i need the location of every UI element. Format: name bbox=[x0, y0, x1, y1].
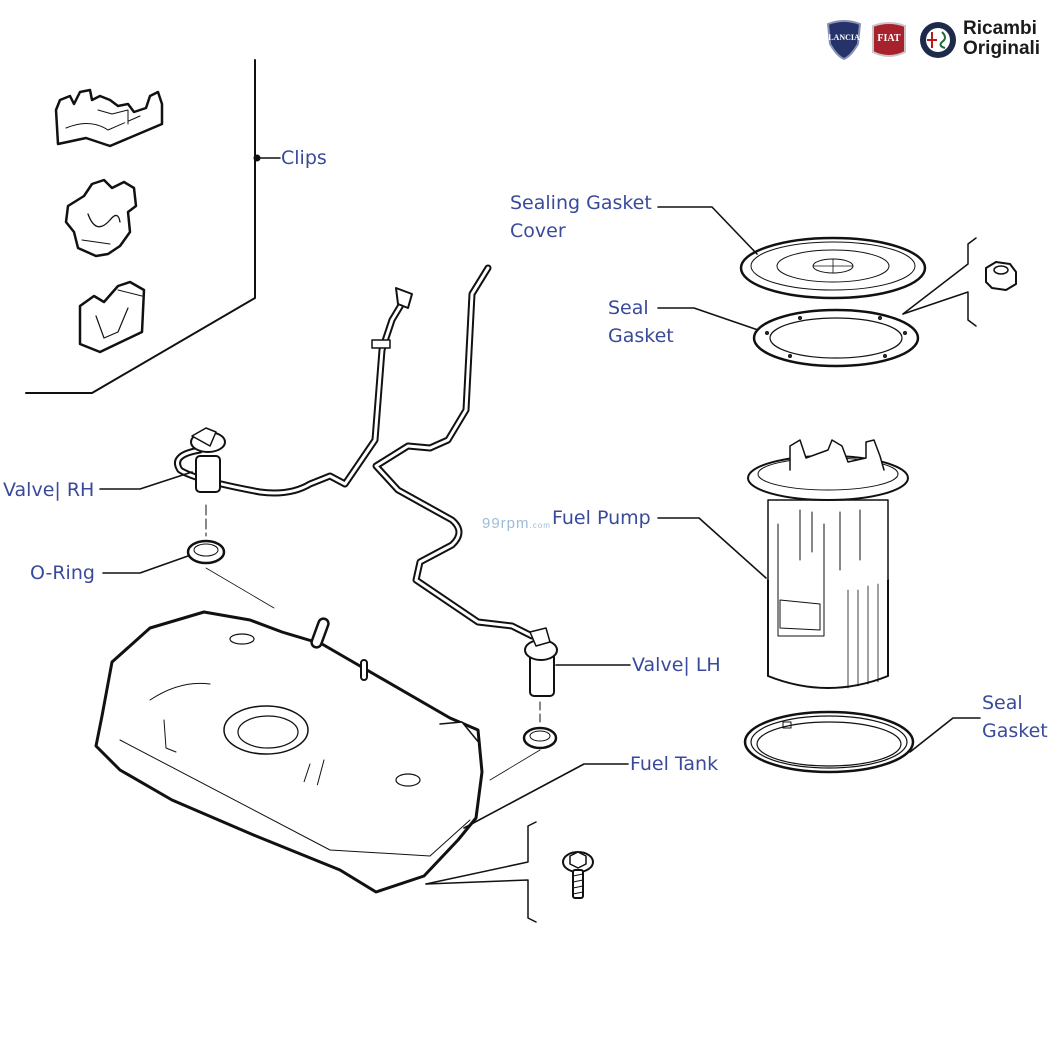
label-valve-rh: Valve| RH bbox=[3, 479, 95, 501]
label-valve-lh: Valve| LH bbox=[632, 654, 721, 676]
alfa-romeo-logo bbox=[918, 20, 956, 60]
seal-gasket-bottom-part bbox=[743, 710, 915, 774]
seal-gasket-top-part bbox=[752, 308, 920, 368]
hose-lh bbox=[372, 264, 536, 640]
leader-fuel-tank bbox=[463, 763, 629, 829]
label-seal-gasket-top: Seal Gasket bbox=[608, 297, 674, 347]
leader-sealing-gasket-cover bbox=[657, 206, 758, 255]
leader-seal-gasket-bottom bbox=[909, 717, 981, 753]
clips-bracket bbox=[25, 59, 281, 394]
nut-bracket bbox=[902, 237, 977, 327]
clip-part-1 bbox=[54, 88, 164, 148]
leader-lines bbox=[99, 206, 981, 829]
fuel-pump-part bbox=[747, 439, 909, 689]
lancia-logo: LANCIA bbox=[825, 20, 863, 61]
valve-lh-part bbox=[524, 627, 558, 697]
watermark: 99rpm.com bbox=[482, 515, 551, 532]
leader-seal-gasket-top bbox=[657, 307, 759, 331]
leader-o-ring bbox=[102, 555, 189, 574]
clip-part-3 bbox=[78, 280, 146, 354]
label-fuel-tank: Fuel Tank bbox=[630, 753, 719, 775]
hose-rh bbox=[174, 287, 413, 497]
tank-axis bbox=[489, 749, 541, 781]
label-fuel-pump: Fuel Pump bbox=[552, 507, 651, 529]
leader-fuel-pump bbox=[657, 517, 767, 579]
fiat-logo: FIAT bbox=[870, 20, 908, 60]
o-ring-part bbox=[186, 539, 226, 565]
label-seal-gasket-bottom: Seal Gasket bbox=[982, 692, 1048, 742]
label-clips: Clips bbox=[281, 147, 327, 169]
bolt-part bbox=[562, 851, 594, 899]
clip-part-2 bbox=[64, 178, 138, 258]
valve-rh-part bbox=[190, 427, 226, 493]
leader-valve-rh bbox=[99, 471, 193, 490]
label-sealing-gasket-cover: Sealing Gasket Cover bbox=[510, 192, 652, 242]
o-ring-axis bbox=[205, 567, 275, 609]
label-o-ring: O-Ring bbox=[30, 562, 95, 584]
fuel-tank-part bbox=[94, 610, 484, 894]
bolt-bracket bbox=[425, 821, 537, 923]
sealing-gasket-cover-part bbox=[739, 236, 927, 300]
brand-text: Ricambi Originali bbox=[963, 18, 1041, 59]
o-ring-lh-part bbox=[522, 726, 558, 750]
nut-part bbox=[985, 261, 1017, 291]
